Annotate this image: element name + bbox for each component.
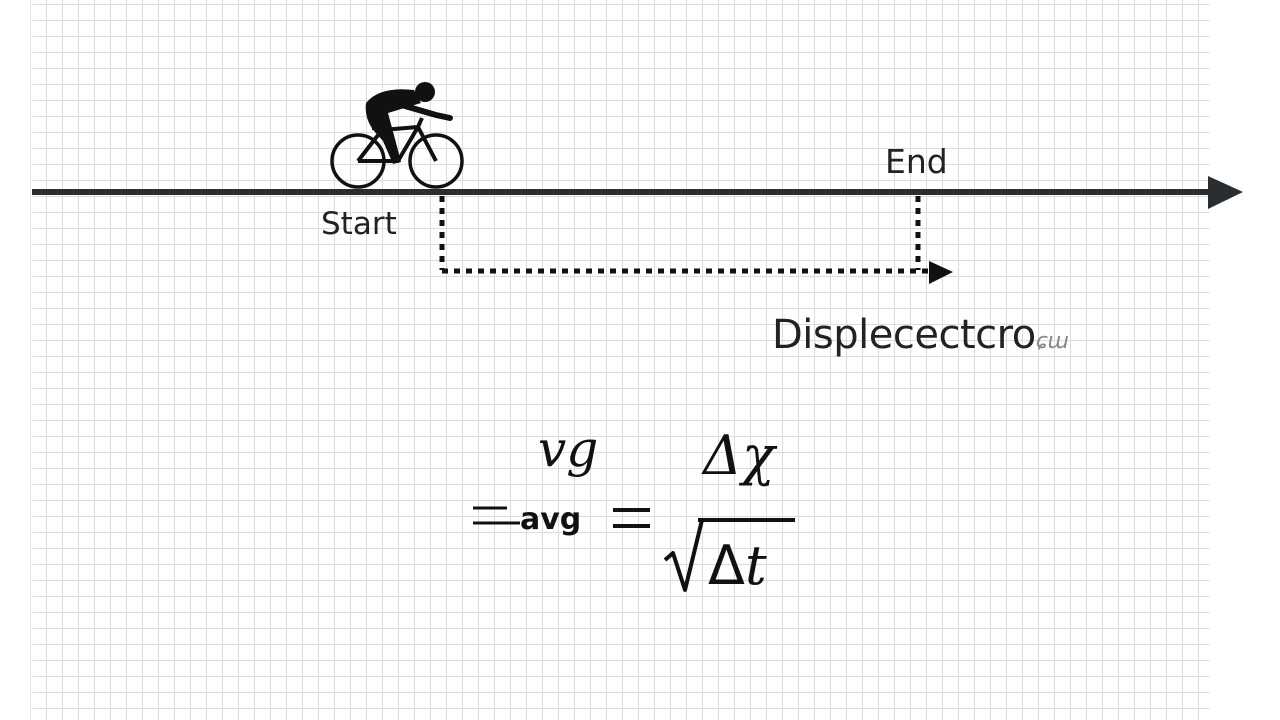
displacement-label: Displecectcroɕɯ <box>772 312 1069 358</box>
end-label: End <box>885 142 948 181</box>
formula-numerator: Δχ <box>703 424 775 487</box>
displacement-label-smudge: ɕɯ <box>1035 329 1069 354</box>
arrow-right-icon <box>1208 176 1243 209</box>
square-root-sign <box>663 518 795 592</box>
grid-fade-right <box>1200 0 1280 720</box>
grid-fade-left <box>0 0 40 720</box>
start-label: Start <box>321 206 397 242</box>
formula-lhs-subscript: avg <box>520 502 582 537</box>
displacement-label-text: Displecectcro <box>772 312 1036 358</box>
formula-lhs-superscript: vg <box>538 420 599 478</box>
formula-denominator-var: t <box>744 534 767 597</box>
formula-denominator-delta: Δ <box>708 534 745 597</box>
formula-denominator: Δt <box>708 534 767 597</box>
grid-paper-background <box>30 0 1210 720</box>
displacement-arrowhead-icon <box>929 261 953 284</box>
cyclist-icon <box>330 82 464 189</box>
